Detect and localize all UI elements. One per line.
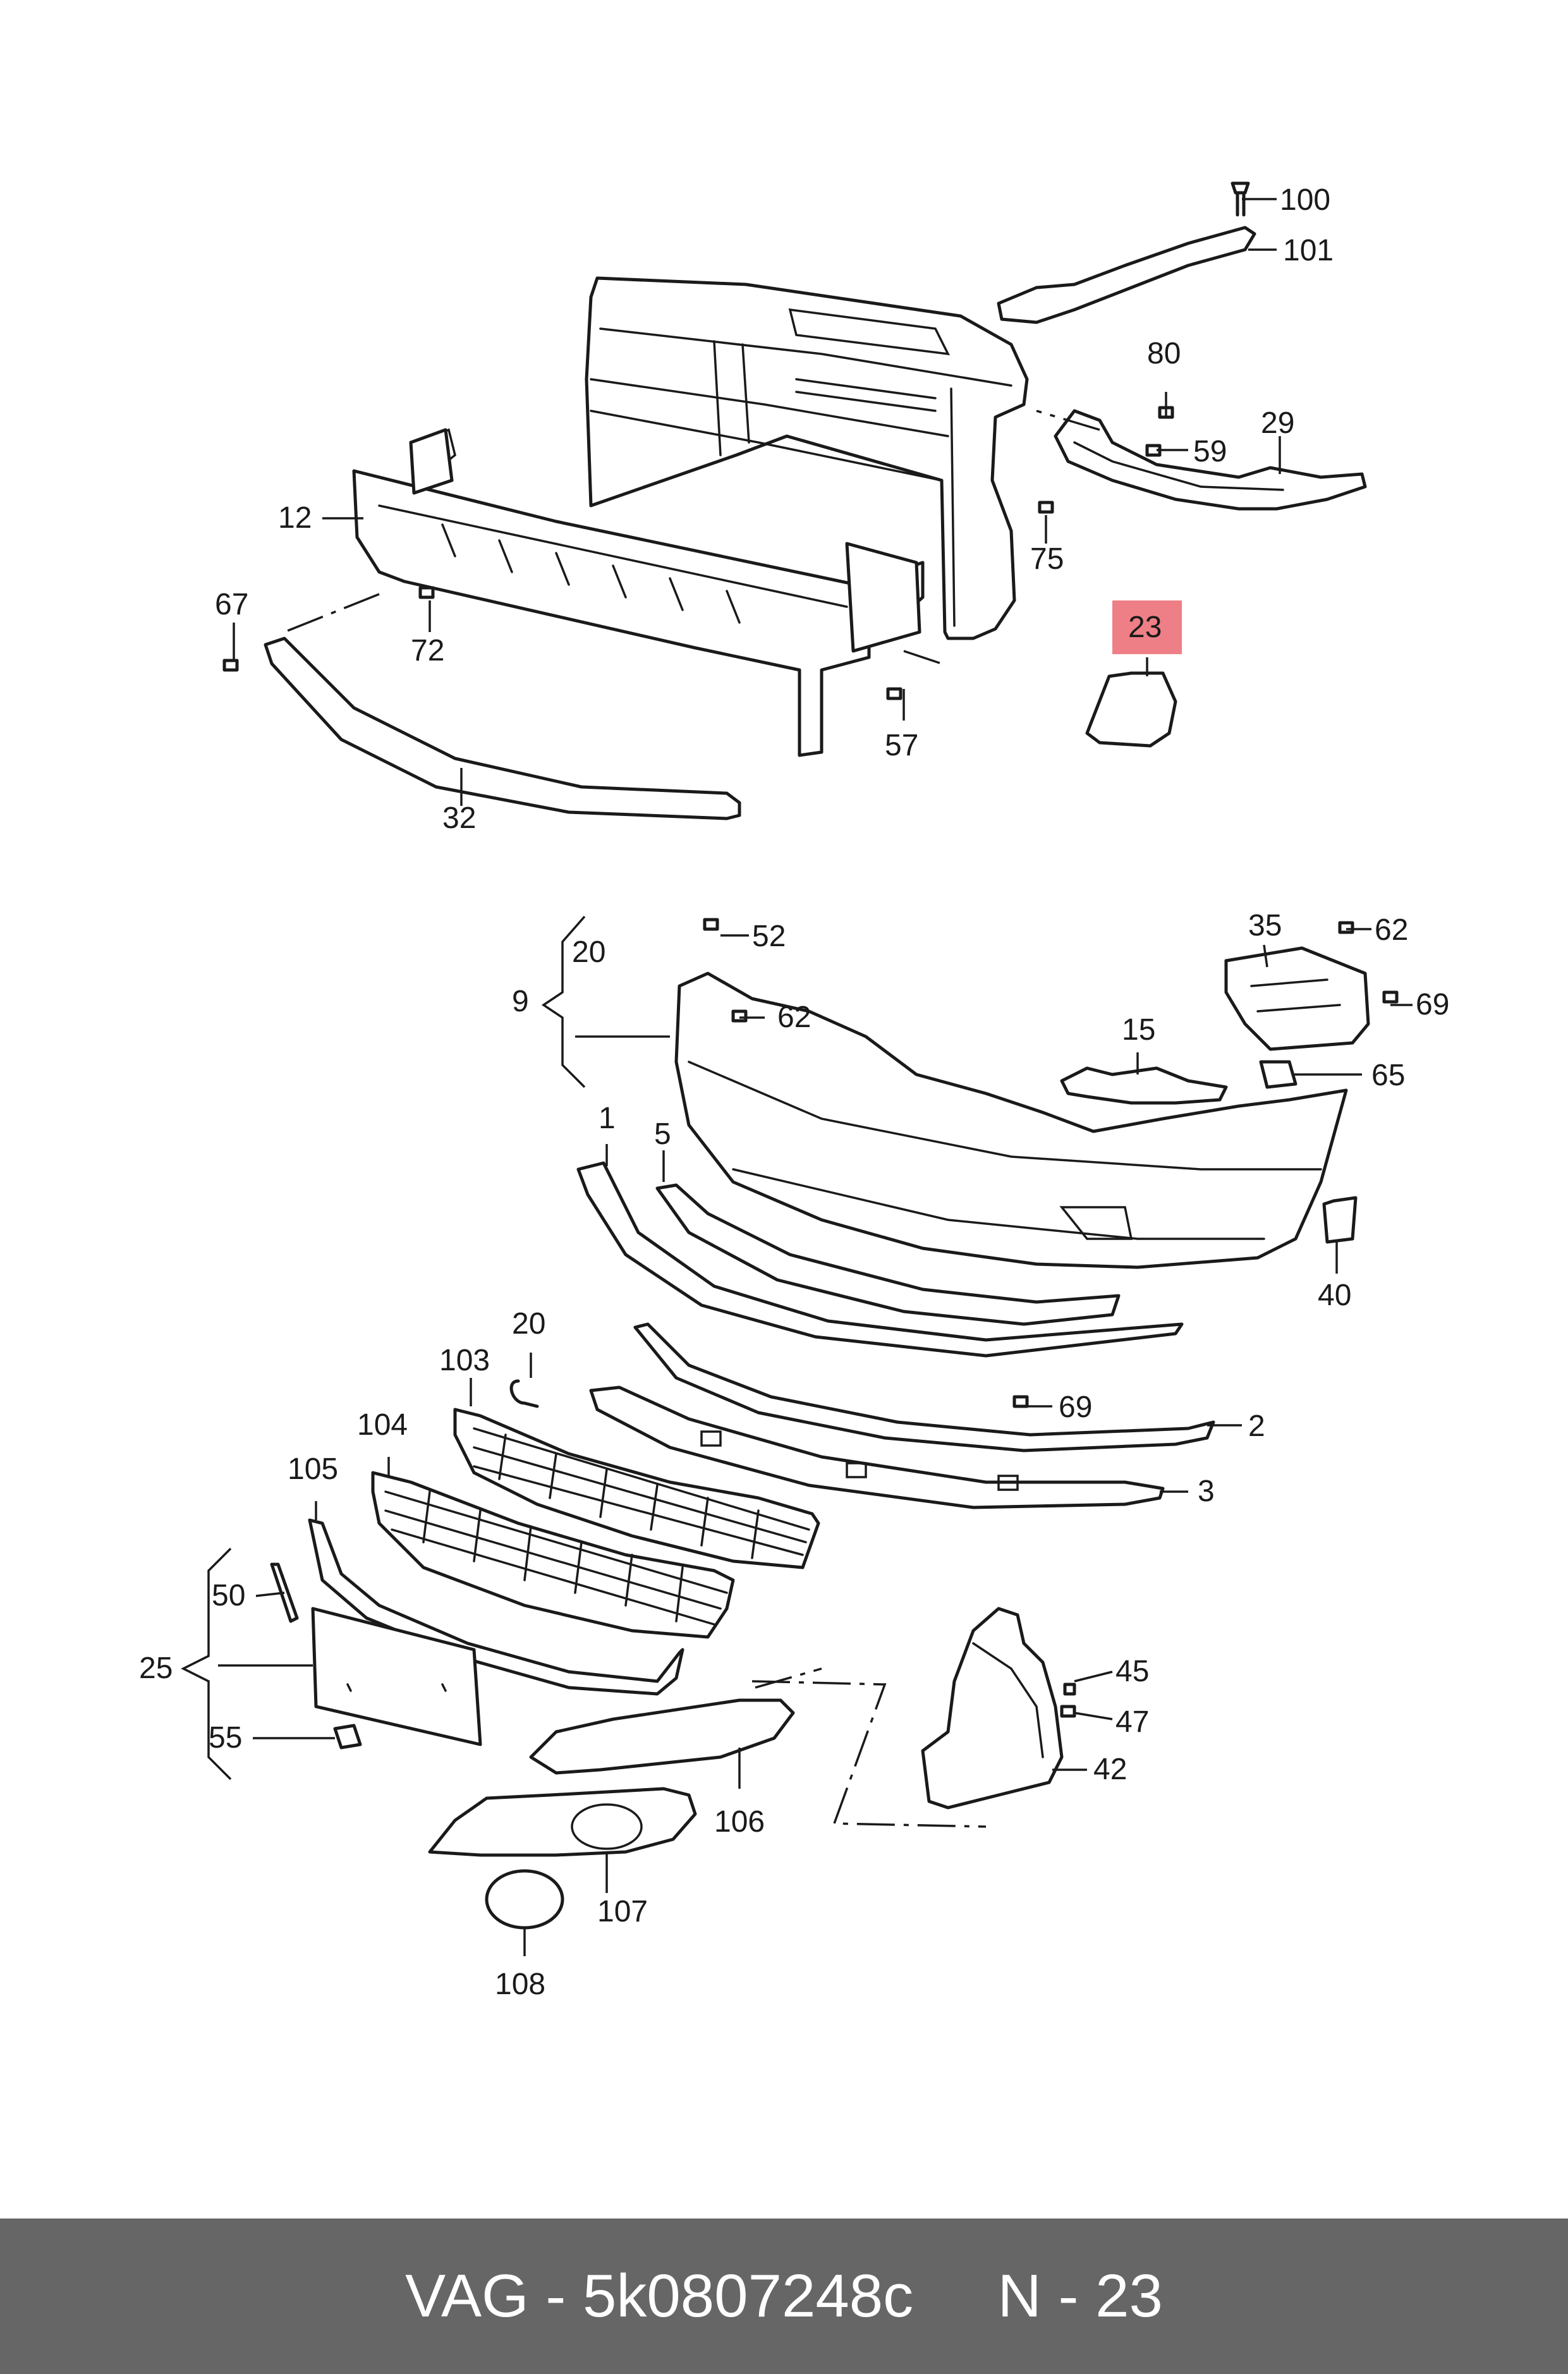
leader-lines: [233, 198, 1413, 1956]
callout-20a: 20: [572, 935, 605, 969]
callout-1: 1: [599, 1102, 616, 1135]
callout-107: 107: [597, 1895, 648, 1928]
front-carrier-part: [585, 276, 1029, 640]
callout-69a: 69: [1416, 988, 1449, 1021]
callout-69b: 69: [1059, 1391, 1092, 1424]
footer-part-number: 5k0807248c: [583, 2262, 914, 2330]
callout-32: 32: [442, 801, 476, 835]
callout-12: 12: [278, 501, 312, 535]
trim-107-part: [428, 1787, 697, 1857]
callout-67: 67: [215, 588, 248, 621]
callout-29: 29: [1261, 406, 1294, 440]
grille-103-part: [453, 1408, 820, 1569]
callout-23: 23: [1128, 611, 1162, 644]
footer-position-number: 23: [1095, 2262, 1163, 2330]
callout-3: 3: [1198, 1475, 1215, 1508]
air-duct-42-part: [921, 1607, 1064, 1810]
strip-5-part: [655, 1183, 1121, 1326]
callout-2: 2: [1248, 1409, 1265, 1443]
bracket-101-part: [997, 226, 1256, 324]
lower-strip-part: [264, 636, 741, 820]
callout-9: 9: [512, 985, 529, 1018]
callout-100: 100: [1280, 183, 1330, 217]
callout-75: 75: [1030, 542, 1064, 576]
callout-55: 55: [209, 1721, 242, 1755]
callout-106: 106: [714, 1805, 765, 1839]
callout-62b: 62: [1375, 913, 1408, 947]
bracket-35-part: [1224, 946, 1370, 1051]
moulding-3-clips: [700, 1430, 1019, 1491]
callout-101: 101: [1283, 234, 1334, 267]
trim-106-part: [529, 1698, 795, 1775]
part-40-trim: [1322, 1196, 1358, 1244]
part-15-bracket: [1060, 1066, 1228, 1105]
callout-20b: 20: [512, 1307, 545, 1341]
footer-position-separator: -: [1058, 2262, 1079, 2330]
callout-105: 105: [288, 1452, 338, 1486]
callout-15: 15: [1122, 1013, 1155, 1047]
footer-position-prefix: N: [997, 2262, 1042, 2330]
callout-45: 45: [1115, 1655, 1149, 1688]
linkage-lines: [284, 410, 1100, 1828]
strip-2-part: [633, 1322, 1215, 1452]
strip-1-part: [576, 1161, 1184, 1358]
part-55-plug: [333, 1724, 362, 1750]
plate-holder-part: [311, 1607, 482, 1746]
callout-80: 80: [1147, 337, 1181, 370]
grille-104-part: [371, 1471, 735, 1639]
callout-47: 47: [1115, 1705, 1149, 1739]
highlight-box-23: [1112, 600, 1182, 654]
callout-50: 50: [212, 1579, 245, 1612]
callout-40: 40: [1318, 1279, 1351, 1312]
cap-108-part: [485, 1869, 564, 1930]
guide-29-part: [1054, 409, 1367, 511]
group-brackets: [181, 915, 586, 1780]
callout-35: 35: [1248, 909, 1282, 942]
callout-65: 65: [1371, 1059, 1405, 1092]
callout-103: 103: [439, 1344, 490, 1377]
footer-brand: VAG: [405, 2262, 529, 2330]
callout-25: 25: [139, 1652, 173, 1685]
part-23-cap: [1085, 671, 1177, 748]
moulding-3-part: [589, 1385, 1165, 1509]
callout-5: 5: [654, 1117, 671, 1151]
callout-42: 42: [1093, 1753, 1127, 1786]
parts-diagram: 100 101 80 59 29 75 23 12 67 72 57 32 52…: [139, 181, 1449, 2001]
callout-62a: 62: [777, 1001, 811, 1034]
callout-labels: 100 101 80 59 29 75 23 12 67 72 57 32 52…: [139, 183, 1449, 2001]
trim-107-fog-opening: [571, 1803, 643, 1850]
callout-57: 57: [885, 729, 918, 762]
callout-59: 59: [1193, 435, 1227, 468]
callout-52: 52: [752, 920, 786, 953]
callout-108: 108: [495, 1968, 545, 2001]
footer-bar: VAG - 5k0807248c N - 23: [0, 2219, 1568, 2374]
footer-separator: -: [545, 2262, 566, 2330]
callout-72: 72: [411, 634, 444, 667]
bumper-cover-part: [674, 971, 1348, 1269]
bumper-reinforcement-part: [352, 428, 925, 757]
part-65-clip: [1259, 1060, 1298, 1089]
callout-104: 104: [357, 1408, 408, 1442]
